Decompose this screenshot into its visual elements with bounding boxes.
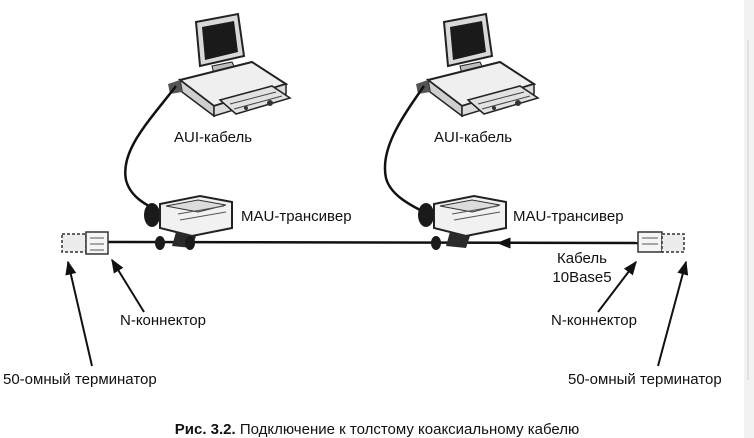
- figure-number: Рис. 3.2.: [174, 421, 236, 438]
- mau-transceiver-right: [418, 194, 507, 250]
- terminator-left: [61, 231, 109, 255]
- aui-cable-left-line: [123, 85, 177, 214]
- terminator-right: [637, 231, 685, 253]
- terminator-right-label: 50-омный терминатор: [568, 371, 722, 388]
- arrow-terminator-left: [65, 260, 93, 367]
- figure-caption-text: Подключение к толстому коаксиальному каб…: [239, 421, 580, 438]
- n-connector-left-label: N-коннектор: [120, 312, 206, 329]
- coax-cable-label-line2: 10Base5: [552, 269, 612, 286]
- aui-cable-right-line: [383, 85, 426, 214]
- mau-transceiver-right-label: MAU-трансивер: [513, 208, 624, 225]
- mau-transceiver-left: [144, 194, 233, 250]
- mau-transceiver-left-label: MAU-трансивер: [241, 208, 352, 225]
- aui-cable-right-label: AUI-кабель: [434, 129, 513, 146]
- arrow-terminator-right: [657, 260, 689, 367]
- computer-right: [416, 12, 540, 118]
- computer-left: [168, 12, 292, 118]
- terminator-left-label: 50-омный терминатор: [3, 371, 157, 388]
- aui-cable-left-label: AUI-кабель: [174, 129, 253, 146]
- arrow-n-connector-right: [597, 260, 637, 313]
- n-connector-right-label: N-коннектор: [551, 312, 637, 329]
- arrow-n-connector-left: [111, 258, 145, 313]
- coax-cable-label-line1: Кабель: [557, 250, 607, 267]
- coax-cable-line: [107, 240, 651, 245]
- figure-caption: Рис. 3.2. Подключение к толстому коаксиа…: [0, 421, 754, 438]
